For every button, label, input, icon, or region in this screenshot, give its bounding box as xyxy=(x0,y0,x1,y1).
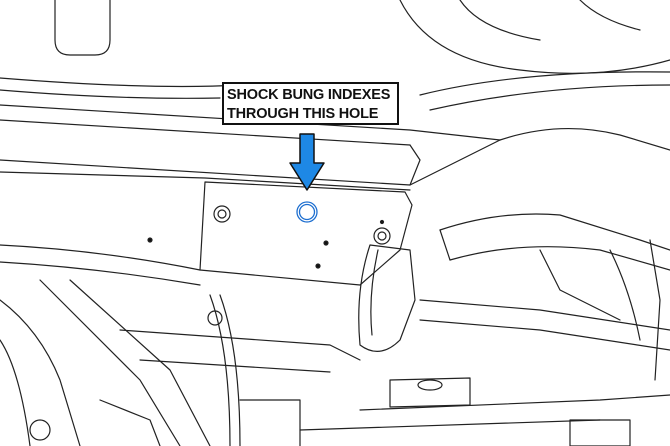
lower-left-components xyxy=(0,299,301,446)
callout-label: SHOCK BUNG INDEXES THROUGH THIS HOLE xyxy=(222,82,399,125)
body-outline xyxy=(0,0,670,111)
crossmember xyxy=(0,244,361,446)
right-side-components xyxy=(299,213,670,446)
shock-mount-bracket xyxy=(147,181,413,286)
callout-line-1: SHOCK BUNG INDEXES xyxy=(227,87,391,103)
callout-line-2: THROUGH THIS HOLE xyxy=(227,106,379,122)
leaf-spring-hanger xyxy=(358,244,416,352)
frame-rail xyxy=(0,104,670,191)
down-arrow-icon xyxy=(289,133,325,191)
hole-marker-icon xyxy=(296,201,318,223)
